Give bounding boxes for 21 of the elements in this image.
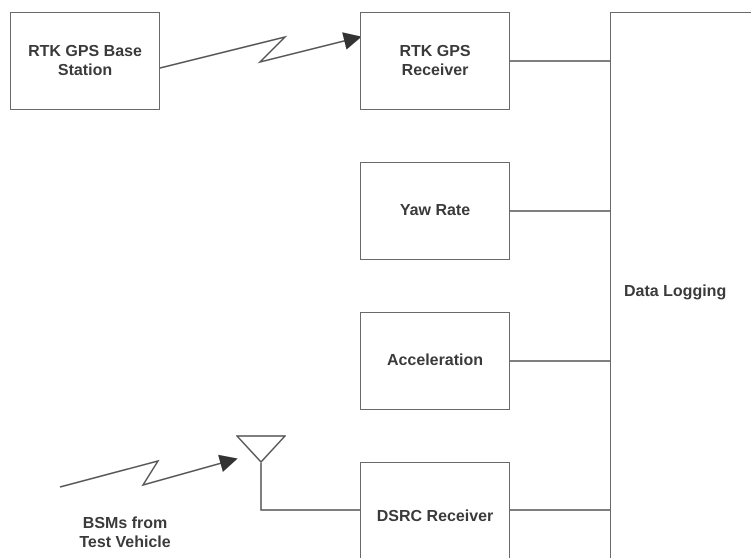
process-box bbox=[360, 162, 510, 260]
process-box bbox=[360, 12, 510, 110]
antenna-icon bbox=[236, 435, 286, 463]
connector-line bbox=[510, 360, 610, 362]
connector-line bbox=[510, 210, 610, 212]
wireless-arrow bbox=[60, 454, 238, 488]
process-box bbox=[10, 12, 160, 110]
process-box bbox=[360, 462, 510, 558]
box-label: Data Logging bbox=[624, 282, 728, 302]
box-label: Yaw Rate bbox=[398, 201, 472, 221]
box-label: RTK GPS Receiver bbox=[398, 42, 472, 80]
box-label: RTK GPS Base Station bbox=[27, 42, 143, 80]
connector-line bbox=[510, 509, 610, 511]
connector-line bbox=[260, 463, 360, 511]
box-label: Acceleration bbox=[386, 351, 484, 371]
wireless-arrow bbox=[160, 32, 362, 69]
source-label: BSMs from Test Vehicle bbox=[78, 514, 172, 552]
connector-line bbox=[510, 60, 610, 62]
box-label: DSRC Receiver bbox=[376, 507, 494, 527]
data-logging-panel bbox=[610, 12, 751, 558]
process-box bbox=[360, 312, 510, 410]
